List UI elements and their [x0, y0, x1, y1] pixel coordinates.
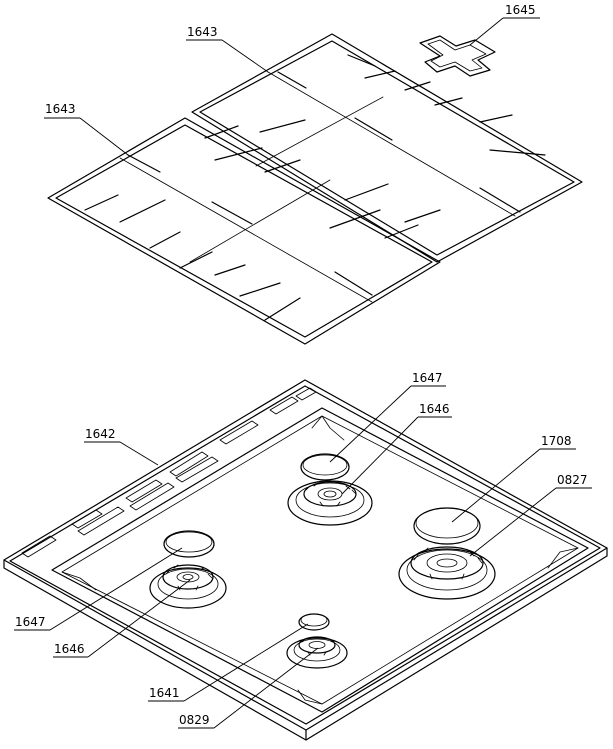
burner-left — [149, 564, 227, 609]
label-grate-top-right: 1643 — [187, 25, 218, 39]
label-wok-support: 1645 — [505, 3, 536, 17]
cap-large — [413, 507, 481, 545]
hob-tray — [3, 379, 608, 741]
label-burner-rear: 1646 — [419, 402, 450, 416]
callouts: 1643 1643 1645 1642 1647 1646 1708 0827 — [14, 3, 592, 729]
label-burner-large: 0827 — [557, 473, 588, 487]
burner-rear — [287, 480, 373, 526]
grate-right — [191, 33, 583, 263]
label-cap-left: 1647 — [15, 615, 46, 629]
wok-support-ring — [419, 35, 496, 77]
burner-small — [286, 636, 348, 669]
label-cap-large: 1708 — [541, 434, 572, 448]
cap-rear — [300, 453, 350, 481]
cap-small — [298, 613, 330, 631]
label-burner-small: 0829 — [179, 713, 210, 727]
burner-large — [398, 546, 496, 600]
label-cap-small: 1641 — [149, 686, 180, 700]
label-hob-tray: 1642 — [85, 427, 116, 441]
label-grate-top-left: 1643 — [45, 102, 76, 116]
label-burner-left: 1646 — [54, 642, 85, 656]
cap-left — [163, 530, 215, 558]
control-slots — [21, 387, 317, 558]
grate-left — [47, 117, 441, 345]
pan-support-grates — [47, 33, 583, 345]
label-cap-rear: 1647 — [412, 371, 443, 385]
